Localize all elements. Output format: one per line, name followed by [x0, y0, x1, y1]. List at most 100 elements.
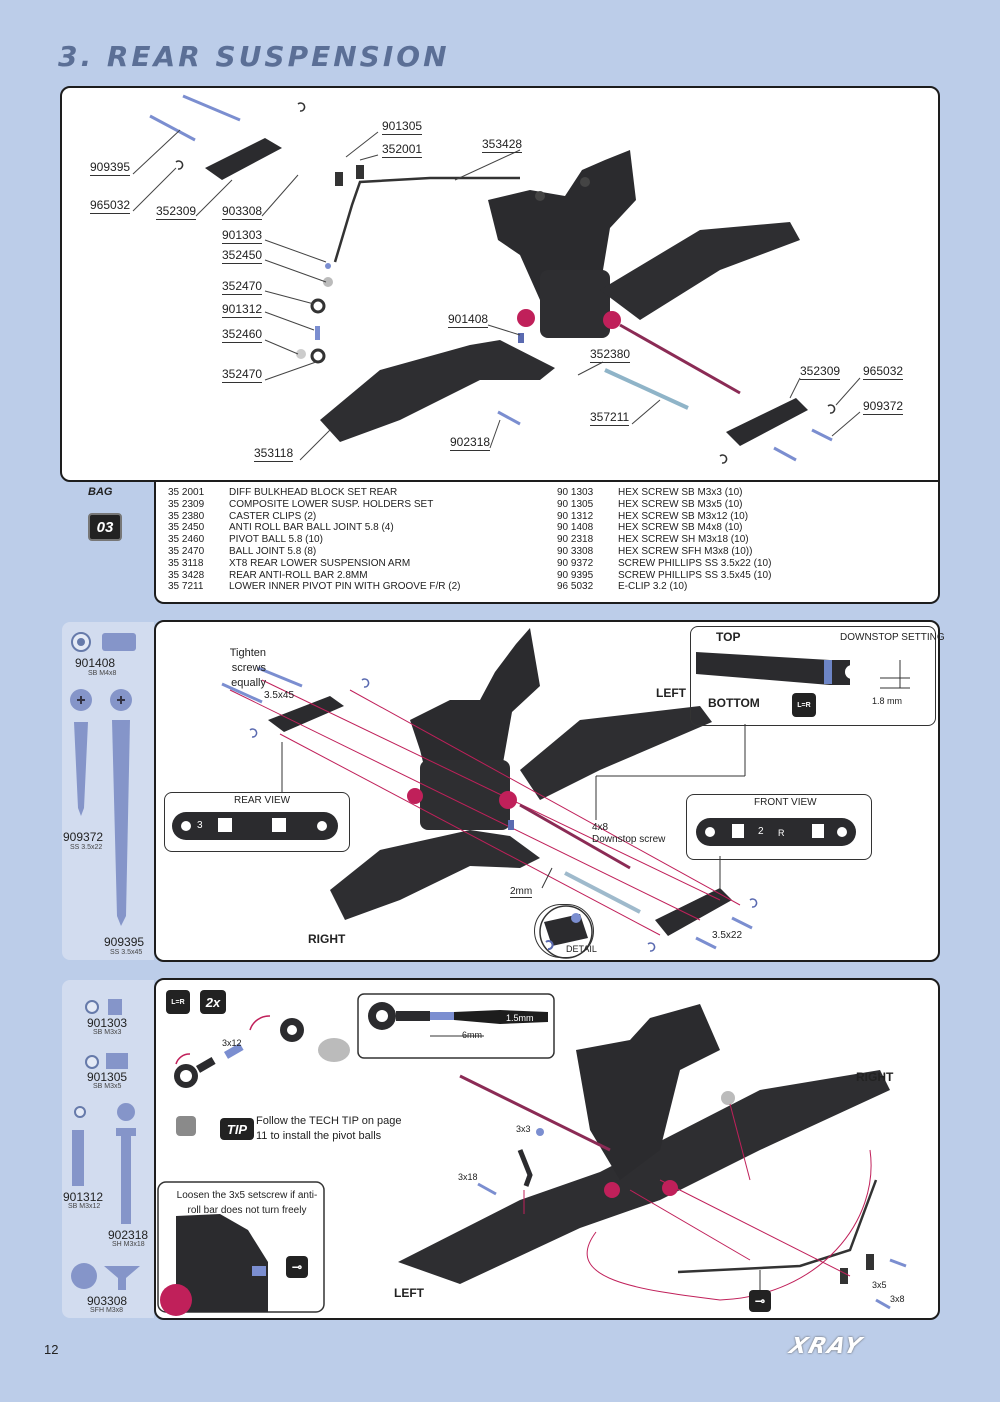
- parts_leftrow-desc: DIFF BULKHEAD BLOCK SET REAR: [229, 487, 398, 498]
- parts_leftrow-code: 35 2309: [168, 498, 205, 510]
- hex-tool-size: 1.5mm: [506, 1013, 534, 1023]
- parts-list: [154, 482, 940, 604]
- parts_rightrow-code: 90 1312: [557, 510, 594, 522]
- parts_leftrow-desc: XT8 REAR LOWER SUSPENSION ARM: [229, 557, 411, 569]
- callout-352460: 352460: [222, 327, 263, 343]
- downstop-screw-label: Downstop screw: [592, 834, 666, 845]
- parts_rightrow-code: 96 5032: [557, 581, 594, 593]
- callout-903308: 903308: [222, 204, 263, 220]
- parts_leftrow-desc: REAR ANTI-ROLL BAR 2.8MM: [229, 569, 368, 581]
- parts_rightrow-code: 90 3308: [557, 546, 594, 557]
- parts_rightrow-code: 90 2318: [557, 534, 594, 546]
- detail-label: DETAIL: [566, 944, 597, 954]
- parts_rightrow-code: 90 9395: [557, 569, 594, 581]
- lr-icon: L=R: [792, 693, 816, 717]
- side-left-label: LEFT: [656, 686, 686, 700]
- screw-size-3-5x22: 3.5x22: [712, 930, 743, 941]
- parts_leftrow-code: 35 2460: [168, 534, 205, 546]
- qty-icon: 2x: [200, 990, 226, 1014]
- screw-size-3-5x45: 3.5x45: [264, 690, 295, 701]
- parts_rightrow-desc: HEX SCREW SFH M3x8 (10)): [618, 546, 753, 557]
- part-901303-code: 901303: [87, 1016, 128, 1030]
- holder-rear: [726, 398, 808, 446]
- rear-view-num: 3: [197, 820, 203, 831]
- bag-label: BAG: [88, 486, 113, 498]
- page-title: 3. REAR SUSPENSION: [58, 40, 450, 73]
- loosen-note: Loosen the 3x5 setscrew if anti-roll bar…: [176, 1190, 318, 1216]
- parts_leftrow-code: 35 2380: [168, 510, 205, 522]
- front-view-r: R: [778, 828, 785, 838]
- part-909395-spec: SS 3.5x45: [110, 949, 143, 956]
- callout-352380: 352380: [590, 347, 631, 363]
- callout-352309b: 352309: [800, 364, 841, 380]
- parts_rightrow-desc: E-CLIP 3.2 (10): [618, 581, 688, 593]
- part-903308-spec: SFH M3x8: [90, 1307, 124, 1314]
- parts_leftrow-desc: PIVOT BALL 5.8 (10): [229, 534, 323, 546]
- detail-inset: [534, 904, 594, 958]
- page-number: 12: [44, 1342, 59, 1357]
- part-901303-spec: SB M3x3: [93, 1029, 122, 1036]
- rear-view-inset: [164, 792, 350, 852]
- parts_rightrow-code: 90 1305: [557, 498, 594, 510]
- part-901408-code: 901408: [75, 656, 116, 670]
- suspension-arm-lower: [320, 340, 555, 442]
- parts_leftrow-code: 35 3118: [168, 557, 204, 569]
- part-902318-spec: SH M3x18: [112, 1241, 145, 1248]
- screw-size-3x5: 3x5: [872, 1280, 887, 1290]
- front-view-num: 2: [758, 826, 764, 837]
- screw-size-3x8: 3x8: [890, 1294, 905, 1304]
- parts_rightrow-desc: SCREW PHILLIPS SS 3.5x45 (10): [618, 569, 772, 581]
- part-909372-spec: SS 3.5x22: [70, 844, 103, 851]
- hex-key-icon-2: ⊸: [749, 1290, 771, 1312]
- callout-352450: 352450: [222, 248, 263, 264]
- callout-965032b: 965032: [863, 364, 904, 380]
- downstop-setting: DOWNSTOP SETTING: [840, 632, 945, 643]
- parts_rightrow-desc: HEX SCREW SB M3x3 (10): [618, 487, 743, 498]
- callout-353118: 353118: [254, 446, 294, 462]
- callout-909395: 909395: [90, 160, 131, 176]
- callout-352470: 352470: [222, 279, 263, 295]
- callout-901305: 901305: [382, 119, 423, 135]
- parts_leftrow-code: 35 2450: [168, 522, 205, 534]
- part-902318-code: 902318: [108, 1228, 149, 1242]
- parts_rightrow-desc: SCREW PHILLIPS SS 3.5x22 (10): [618, 557, 772, 569]
- part-909372-code: 909372: [63, 830, 104, 844]
- diff-bulkhead: [517, 270, 621, 338]
- side-right-label: RIGHT: [308, 932, 346, 946]
- callout-352309: 352309: [156, 204, 197, 220]
- tech-tip-text: Follow the TECH TIP on page 11 to instal…: [256, 1115, 402, 1142]
- part-901408-spec: SB M4x8: [88, 670, 117, 677]
- downstop-inset: [690, 626, 936, 726]
- hex-key-icon: ⊸: [286, 1256, 308, 1278]
- parts_leftrow-code: 35 3428: [168, 569, 205, 581]
- brand-logo: XRAY: [786, 1334, 866, 1359]
- parts_leftrow-code: 35 7211: [168, 581, 204, 593]
- parts_leftrow-desc: LOWER INNER PIVOT PIN WITH GROOVE F/R (2…: [229, 581, 461, 593]
- front-view-title: FRONT VIEW: [754, 797, 817, 808]
- callout-901312: 901312: [222, 302, 263, 318]
- callout-353428: 353428: [482, 137, 523, 153]
- top-label: TOP: [716, 630, 741, 644]
- callout-902318: 902318: [450, 435, 491, 451]
- bottom-label: BOTTOM: [708, 696, 760, 710]
- front-view-inset: [686, 794, 872, 860]
- lr-icon-step2: L=R: [166, 990, 190, 1014]
- parts_rightrow-desc: HEX SCREW SB M4x8 (10): [618, 522, 743, 534]
- callout-901408: 901408: [448, 312, 489, 328]
- parts_leftrow-code: 35 2001: [168, 487, 205, 498]
- suspension-arm-upper: [600, 222, 800, 320]
- parts_rightrow-desc: HEX SCREW SH M3x18 (10): [618, 534, 749, 546]
- gap-2mm: 2mm: [510, 886, 533, 898]
- rear-view-title: REAR VIEW: [234, 795, 291, 806]
- parts_leftrow-desc: ANTI ROLL BAR BALL JOINT 5.8 (4): [229, 522, 394, 534]
- side-right-label-step2: RIGHT: [856, 1070, 894, 1084]
- callout-965032: 965032: [90, 198, 131, 214]
- parts_leftrow-desc: COMPOSITE LOWER SUSP. HOLDERS SET: [229, 498, 434, 510]
- part-901305-code: 901305: [87, 1070, 128, 1084]
- parts_leftrow-code: 35 2470: [168, 546, 205, 557]
- side-left-label-step2: LEFT: [394, 1286, 424, 1300]
- parts_rightrow-code: 90 1408: [557, 522, 594, 534]
